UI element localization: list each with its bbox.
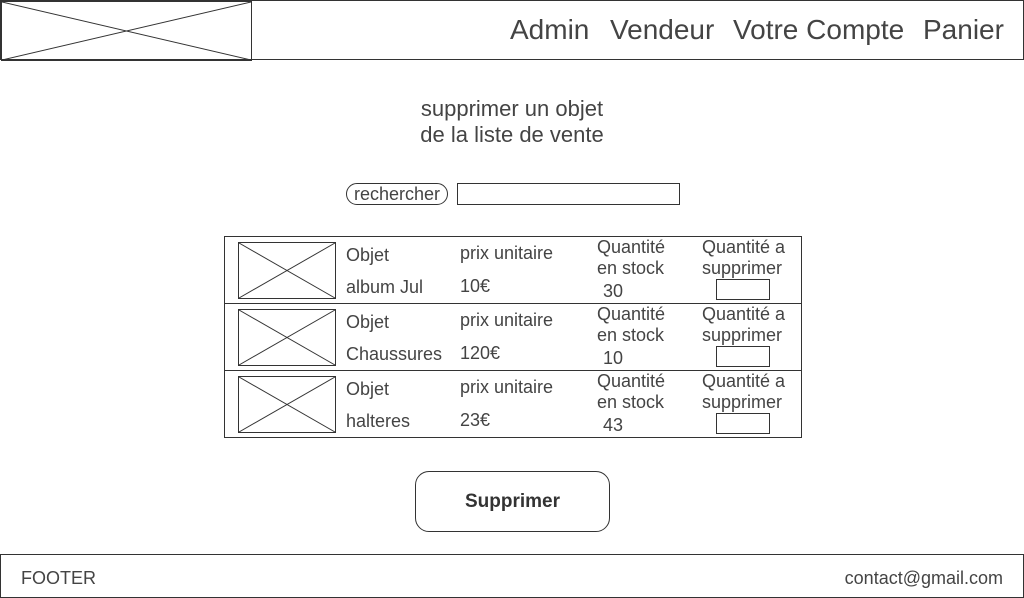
remove-label-line-1: Quantité a	[702, 371, 786, 391]
stock-value: 10	[603, 348, 624, 368]
remove-quantity-input[interactable]	[716, 413, 770, 434]
stock-label-line-1: Quantité	[597, 371, 666, 391]
price-label: prix unitaire	[460, 310, 554, 330]
nav-link-panier[interactable]: Panier	[923, 14, 1004, 45]
stock-label-line-2: en stock	[597, 258, 665, 278]
stock-label-line-2: en stock	[597, 392, 665, 412]
nav-link-votre-compte[interactable]: Votre Compte	[733, 14, 905, 45]
logo-placeholder-image[interactable]	[1, 1, 252, 61]
page-title-line-1: supprimer un objet	[420, 96, 604, 121]
header: Admin Vendeur Votre Compte Panier	[0, 0, 1024, 61]
stock-value: 43	[603, 415, 624, 435]
nav-link-admin[interactable]: Admin	[510, 14, 590, 45]
table-row: Objet Chaussures prix unitaire 120€ Quan…	[225, 303, 801, 371]
remove-label-line-2: supprimer	[702, 392, 783, 412]
remove-quantity-input[interactable]	[716, 279, 770, 300]
remove-label-line-2: supprimer	[702, 258, 783, 278]
stock-value: 30	[603, 281, 624, 301]
stock-label-line-1: Quantité	[597, 237, 666, 257]
remove-label-line-1: Quantité a	[702, 237, 786, 257]
stock-label-line-1: Quantité	[597, 304, 666, 324]
price-value: 23€	[460, 410, 491, 430]
object-label: Objet	[346, 379, 390, 399]
object-label: Objet	[346, 245, 390, 265]
footer-label: FOOTER	[21, 568, 96, 588]
price-value: 120€	[460, 343, 501, 363]
remove-label-line-1: Quantité a	[702, 304, 786, 324]
image-placeholder-icon	[239, 243, 335, 298]
footer-contact-link[interactable]: contact@gmail.com	[844, 568, 1003, 588]
table-row: Objet album Jul prix unitaire 10€ Quanti…	[225, 237, 801, 304]
nav-link-vendeur[interactable]: Vendeur	[610, 14, 715, 45]
object-label: Objet	[346, 312, 390, 332]
remove-label-line-2: supprimer	[702, 325, 783, 345]
image-placeholder-icon	[239, 377, 335, 432]
object-name: halteres	[346, 411, 411, 431]
object-name: Chaussures	[346, 344, 443, 364]
product-image-placeholder	[238, 242, 336, 299]
image-placeholder-icon	[2, 2, 251, 60]
price-value: 10€	[460, 276, 491, 296]
remove-quantity-input[interactable]	[716, 346, 770, 367]
price-label: prix unitaire	[460, 377, 554, 397]
page-title-line-2: de la liste de vente	[420, 122, 604, 147]
object-name: album Jul	[346, 277, 424, 297]
table-row: Objet halteres prix unitaire 23€ Quantit…	[225, 370, 801, 438]
product-image-placeholder	[238, 376, 336, 433]
image-placeholder-icon	[239, 310, 335, 365]
stock-label-line-2: en stock	[597, 325, 665, 345]
footer: FOOTER contact@gmail.com	[0, 554, 1024, 598]
search-button[interactable]: rechercher	[346, 183, 448, 205]
search-input[interactable]	[457, 183, 680, 205]
delete-button[interactable]: Supprimer	[415, 471, 610, 532]
price-label: prix unitaire	[460, 243, 554, 263]
page-title: supprimer un objet de la liste de vente	[312, 96, 712, 148]
product-image-placeholder	[238, 309, 336, 366]
product-table: Objet album Jul prix unitaire 10€ Quanti…	[224, 236, 802, 438]
